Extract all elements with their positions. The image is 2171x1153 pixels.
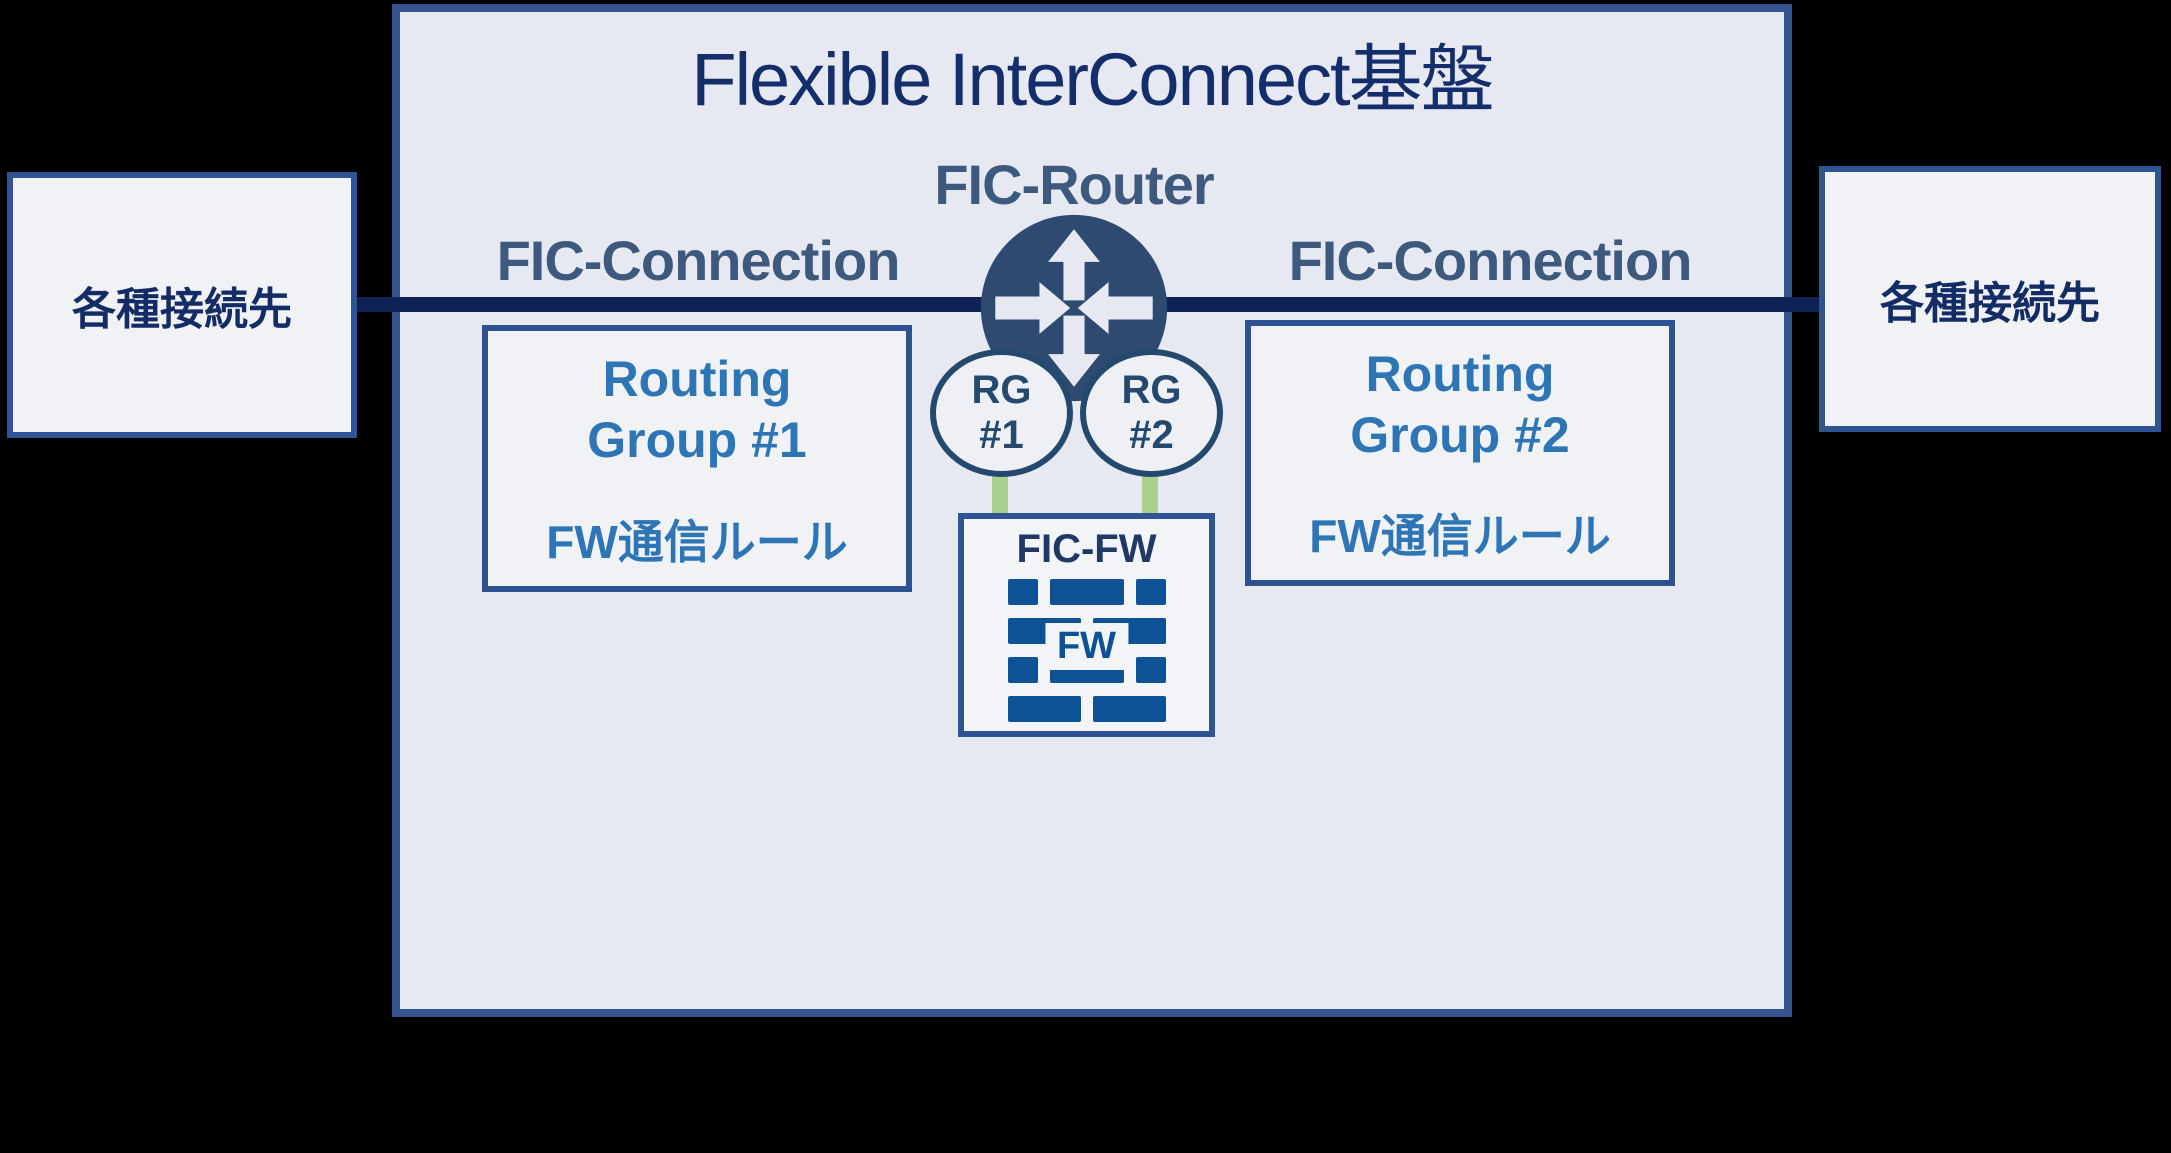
routing-group-1-line2: Group #1 [587, 412, 807, 468]
brick [1007, 696, 1081, 722]
routing-group-2-title: Routing Group #2 [1251, 344, 1669, 466]
fic-connection-right-label: FIC-Connection [1288, 229, 1693, 292]
fic-connection-left-label: FIC-Connection [496, 229, 901, 292]
routing-group-1-line1: Routing [602, 351, 792, 407]
endpoint-box-left: 各種接続先 [7, 172, 357, 438]
rg-node-1: RG #1 [930, 349, 1073, 477]
brick [1007, 579, 1038, 605]
firewall-brick-icon [1007, 579, 1166, 735]
rg-node-2-line1: RG [1121, 368, 1182, 412]
endpoint-right-label: 各種接続先 [1880, 279, 2100, 328]
endpoint-left-label: 各種接続先 [72, 285, 292, 334]
brick [1049, 579, 1124, 605]
routing-group-1-title: Routing Group #1 [488, 349, 906, 471]
fic-router-label: FIC-Router [934, 153, 1214, 216]
endpoint-box-right: 各種接続先 [1819, 166, 2161, 432]
routing-group-1-fw-rule: FW通信ルール [546, 516, 848, 568]
router-arrow-right-in [1077, 282, 1153, 334]
brick [1092, 696, 1166, 722]
rg-node-1-line2: #1 [979, 413, 1024, 457]
brick [1135, 657, 1166, 683]
brick-row [1007, 579, 1166, 605]
router-arrow-left-in [995, 282, 1071, 334]
rg-node-1-line1: RG [971, 368, 1032, 412]
fic-fw-box: FIC-FW FW [958, 513, 1215, 737]
fw-label: FW [1044, 623, 1129, 670]
router-arrow-up [1048, 229, 1100, 301]
routing-group-2-line1: Routing [1365, 346, 1555, 402]
brick-row [1007, 696, 1166, 722]
router-arrow-down [1048, 315, 1100, 387]
routing-group-2-fw-rule: FW通信ルール [1309, 510, 1611, 562]
routing-group-1-box: Routing Group #1 FW通信ルール [482, 325, 912, 592]
brick [1135, 579, 1166, 605]
brick [1007, 657, 1038, 683]
fic-fw-label: FIC-FW [1016, 527, 1157, 571]
diagram-title: Flexible InterConnect基盤 [691, 38, 1494, 121]
routing-group-2-box: Routing Group #2 FW通信ルール [1245, 320, 1675, 586]
rg-node-2-line2: #2 [1129, 413, 1174, 457]
rg-node-2: RG #2 [1080, 349, 1223, 477]
routing-group-2-line2: Group #2 [1350, 407, 1570, 463]
